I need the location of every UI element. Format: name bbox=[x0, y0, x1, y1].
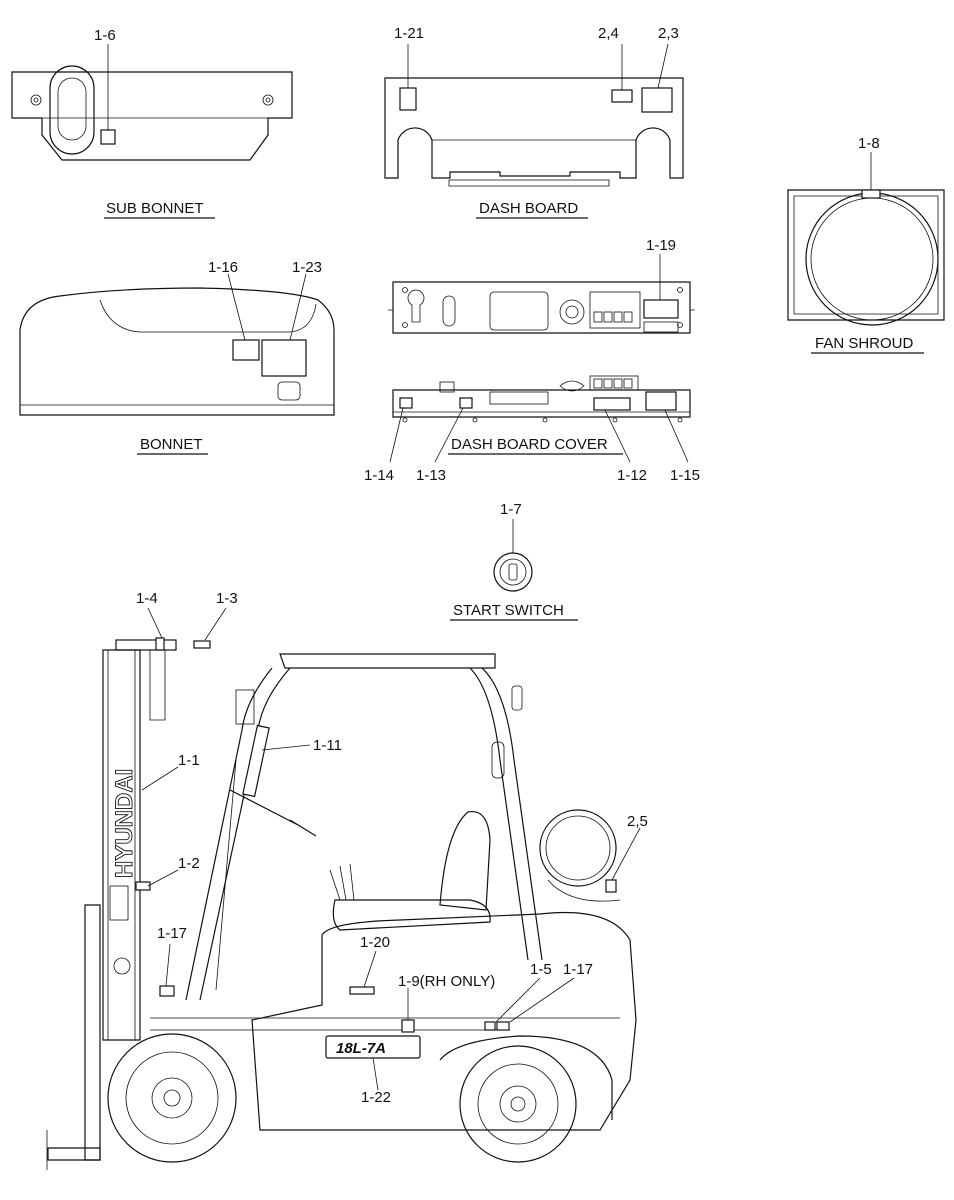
callout-1-5: 1-5 bbox=[530, 961, 552, 978]
dash-board-cover-part: 1-14 1-13 1-12 1-15 DASH BOARD COVER bbox=[364, 375, 700, 484]
callout-1-17-right: 1-17 bbox=[563, 961, 593, 978]
caption-dash-board: DASH BOARD bbox=[479, 200, 578, 217]
decal-1-6-marker bbox=[100, 129, 116, 145]
callout-1-21: 1-21 bbox=[394, 25, 424, 42]
dash-board-part: 1-21 2,4 2,3 DASH BOARD bbox=[384, 25, 684, 219]
sub-bonnet-part: 1-6 SUB BONNET bbox=[11, 27, 293, 219]
decal-1-19-marker bbox=[643, 299, 679, 319]
decal-1-11-marker bbox=[242, 724, 270, 798]
dash-board-panel-part: 1-19 bbox=[388, 237, 695, 334]
caption-bonnet: BONNET bbox=[140, 436, 203, 453]
decal-1-13-marker bbox=[459, 397, 473, 409]
decal-1-9-marker bbox=[401, 1019, 415, 1033]
callout-1-9-rh-only: 1-9(RH ONLY) bbox=[398, 973, 495, 990]
callout-2-4: 2,4 bbox=[598, 25, 619, 42]
decal-1-15-marker bbox=[645, 391, 677, 411]
callout-1-22: 1-22 bbox=[361, 1089, 391, 1106]
callout-1-20: 1-20 bbox=[360, 934, 390, 951]
decal-1-17-left-marker bbox=[159, 985, 175, 997]
callout-1-13: 1-13 bbox=[416, 467, 446, 484]
callout-1-19: 1-19 bbox=[646, 237, 676, 254]
forklift-side-view: HYUNDAI bbox=[46, 590, 648, 1170]
fan-shroud-part: 1-8 FAN SHROUD bbox=[787, 135, 945, 354]
decal-2-5-marker bbox=[605, 879, 617, 893]
callout-1-4: 1-4 bbox=[136, 590, 158, 607]
decal-1-2-marker bbox=[135, 881, 151, 891]
decal-2-4-marker bbox=[611, 89, 633, 103]
decal-1-21-marker bbox=[399, 87, 417, 111]
bonnet-part: 1-16 1-23 BONNET bbox=[19, 259, 335, 455]
callout-1-15: 1-15 bbox=[670, 467, 700, 484]
callout-2-3: 2,3 bbox=[658, 25, 679, 42]
callout-1-2: 1-2 bbox=[178, 855, 200, 872]
decal-1-16-marker bbox=[232, 339, 260, 361]
caption-start-switch: START SWITCH bbox=[453, 602, 564, 619]
callout-2-5: 2,5 bbox=[627, 813, 648, 830]
callout-1-23: 1-23 bbox=[292, 259, 322, 276]
decal-1-20-marker bbox=[349, 986, 375, 995]
start-switch-part: 1-7 START SWITCH bbox=[450, 501, 578, 621]
decal-1-23-marker bbox=[261, 339, 307, 377]
callout-1-6: 1-6 bbox=[94, 27, 116, 44]
model-plate-text: 18L-7A bbox=[336, 1040, 386, 1057]
callout-1-11: 1-11 bbox=[313, 737, 342, 754]
callout-1-8: 1-8 bbox=[858, 135, 880, 152]
callout-1-12: 1-12 bbox=[617, 467, 647, 484]
callout-1-3: 1-3 bbox=[216, 590, 238, 607]
callout-1-17-left: 1-17 bbox=[157, 925, 187, 942]
decal-1-4-marker bbox=[155, 637, 165, 651]
decal-1-3-marker bbox=[193, 640, 211, 649]
decal-1-5-marker bbox=[484, 1021, 496, 1031]
decal-1-17-right-marker bbox=[496, 1021, 510, 1031]
mast-brand-text: HYUNDAI bbox=[111, 769, 138, 878]
decal-2-3-marker bbox=[641, 87, 673, 113]
callout-1-7: 1-7 bbox=[500, 501, 522, 518]
callout-1-14: 1-14 bbox=[364, 467, 394, 484]
caption-dash-board-cover: DASH BOARD COVER bbox=[451, 436, 608, 453]
callout-1-1: 1-1 bbox=[178, 752, 200, 769]
caption-fan-shroud: FAN SHROUD bbox=[815, 335, 914, 352]
caption-sub-bonnet: SUB BONNET bbox=[106, 200, 204, 217]
decal-1-12-marker bbox=[593, 397, 631, 411]
decal-1-14-marker bbox=[399, 397, 413, 409]
callout-1-16: 1-16 bbox=[208, 259, 238, 276]
decal-1-8-marker bbox=[861, 189, 881, 199]
